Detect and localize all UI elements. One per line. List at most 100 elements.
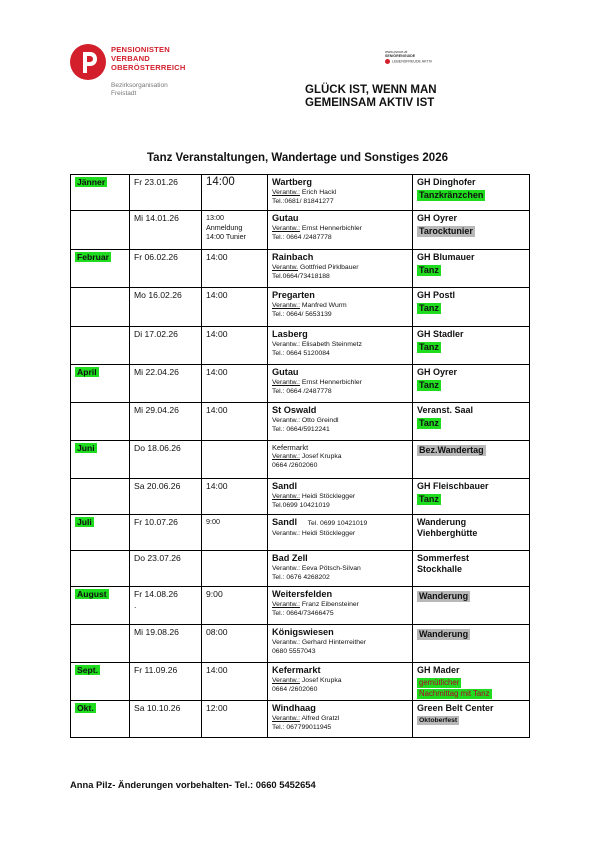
month-label: Okt.	[75, 703, 96, 713]
date-cell: Di 17.02.26	[129, 326, 202, 365]
event-place: Königswiesen	[272, 627, 334, 637]
venue-detail: Stockhalle	[417, 564, 463, 574]
event-place: Kefermarkt	[272, 665, 321, 675]
organizer: Verantw. Gottfried Pirklbauer	[272, 264, 359, 271]
event-place: St Oswald	[272, 405, 317, 415]
date-cell: Sa 10.10.26	[129, 700, 202, 738]
date-cell: Mo 16.02.26	[129, 287, 202, 327]
venue-name: Green Belt Center	[417, 703, 494, 713]
event-type-badge: Wanderung	[417, 591, 471, 602]
event-time: 12:00	[206, 703, 228, 713]
organizer-phone: Tel.: 0664 /2487778	[272, 234, 332, 241]
organizer: Verantw.: Ernst Hennerbichler	[272, 225, 362, 232]
organizer-phone: Tel.0699 10421019	[272, 502, 330, 509]
event-type-badge: Tanz	[417, 303, 441, 314]
event-place: Weitersfelden	[272, 589, 333, 599]
event-time: Anmeldung	[206, 222, 243, 232]
event-date: Mi 29.04.26	[134, 405, 179, 415]
document-title: Tanz Veranstaltungen, Wandertage und Son…	[147, 152, 448, 164]
event-date: Fr 10.07.26	[134, 517, 178, 527]
month-label: Juli	[75, 517, 94, 527]
month-label: Sept.	[75, 665, 101, 675]
event-date: Fr 23.01.26	[134, 177, 178, 187]
logo-subtitle: Bezirksorganisation Freistadt	[111, 82, 168, 97]
event-place: Bad Zell	[272, 553, 308, 563]
logo-wordmark: PENSIONISTEN VERBAND OBERÖSTERREICH	[111, 45, 186, 72]
date-cell: Mi 22.04.26	[129, 364, 202, 403]
event-type-badge: Tanzkränzchen	[417, 190, 486, 201]
time-cell: 14:00	[201, 249, 268, 288]
venue-name: GH Postl	[417, 290, 456, 300]
month-cell: Jänner	[70, 174, 130, 211]
organizer-phone: Tel.: 0664 /2487778	[272, 388, 332, 395]
time-cell: 12:00	[201, 700, 268, 738]
event-place: Rainbach	[272, 252, 314, 262]
event-type-badge: Oktoberfest	[417, 716, 460, 725]
event-place: Wartberg	[272, 177, 312, 187]
organizer: Verantw.: Heidi Stöcklegger	[272, 530, 356, 537]
organizer: Verantw.: Alfred Gratzl	[272, 715, 340, 722]
event-place: Kefermarkt	[272, 443, 309, 452]
pensionisten-logo-icon	[70, 44, 106, 80]
month-cell	[70, 624, 130, 663]
date-cell: Mi 29.04.26	[129, 402, 202, 441]
organizer-phone: Tel.: 0676 4268202	[272, 574, 330, 581]
month-cell: August	[70, 586, 130, 625]
venue-name: Veranst. Saal	[417, 405, 474, 415]
event-place: Sandl	[272, 481, 298, 491]
venue-name: GH Blumauer	[417, 252, 475, 262]
time-cell: 9:00	[201, 514, 268, 551]
event-type-badge: Bez.Wandertag	[417, 445, 486, 456]
event-date: Fr 06.02.26	[134, 252, 178, 262]
organizer-phone: Tel.: 0664/ 5653139	[272, 311, 332, 318]
date-cell: Do 23.07.26	[129, 550, 202, 587]
event-type-badge: Tanz	[417, 380, 441, 391]
venue-name: GH Mader	[417, 665, 460, 675]
event-type-badge: Wanderung	[417, 629, 471, 640]
month-label: Jänner	[75, 177, 108, 187]
organizer-phone: 0664 /2602060	[272, 462, 318, 469]
event-time: 13:00	[206, 213, 224, 222]
event-time: 14:00	[206, 405, 228, 415]
event-time: 14:00	[206, 176, 235, 188]
date-cell: Fr 06.02.26	[129, 249, 202, 288]
event-place: Sandl Tel. 0699 10421019	[272, 517, 368, 527]
event-type-badge: gemütlicher	[417, 678, 462, 688]
month-cell	[70, 402, 130, 441]
month-label: April	[75, 367, 99, 377]
venue-cell: Bez.Wandertag	[412, 440, 530, 479]
time-cell: 08:00	[201, 624, 268, 663]
time-cell: 14:00	[201, 326, 268, 365]
partner-dot-icon	[385, 58, 390, 64]
event-time: 14:00	[206, 252, 228, 262]
event-date: Mi 14.01.26	[134, 213, 179, 223]
venue-detail: Viehberghütte	[417, 528, 478, 538]
month-cell	[70, 478, 130, 515]
event-date: Mi 19.08.26	[134, 627, 179, 637]
month-cell: Juni	[70, 440, 130, 479]
event-time: 9:00	[206, 517, 220, 526]
month-cell	[70, 326, 130, 365]
time-cell: 14:00	[201, 174, 268, 211]
event-date: Fr 11.09.26	[134, 665, 178, 675]
event-time: 14:00	[206, 367, 228, 377]
venue-name: Wanderung	[417, 517, 467, 527]
organizer: Verantw.: Elisabeth Steinmetz	[272, 341, 362, 348]
organizer-phone: Tel.: 0664 5120084	[272, 350, 330, 357]
